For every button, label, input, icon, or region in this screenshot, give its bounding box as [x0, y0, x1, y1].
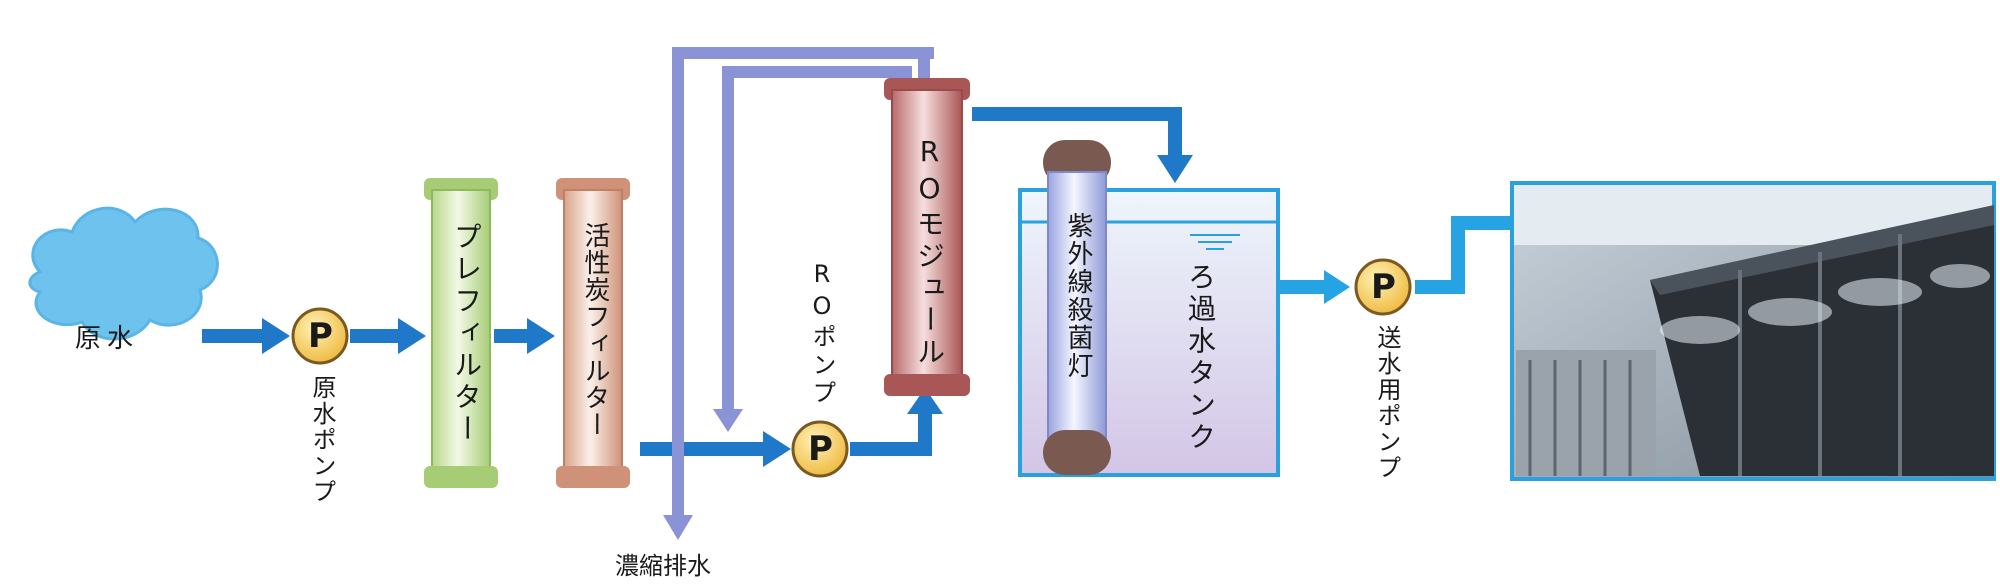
- flow-arrows: [202, 107, 1193, 467]
- uv-lamp: [1043, 140, 1111, 475]
- pre-filter-column: [424, 178, 498, 488]
- raw-water-label: 原水: [75, 324, 140, 354]
- activated-carbon-filter-label: 活性炭フィルター: [580, 222, 610, 438]
- ro-pump-symbol: P: [808, 429, 833, 469]
- ro-pump: [791, 420, 849, 478]
- uv-lamp-label: 紫外線殺菌灯: [1063, 212, 1093, 380]
- raw-water-pump: [291, 307, 349, 365]
- filtered-water-tank-label: ろ過水タンク: [1184, 262, 1217, 454]
- raw-water-cloud: [28, 206, 219, 341]
- pre-filter-label: プレフィルター: [450, 222, 483, 446]
- raw-water-pump-symbol: P: [308, 316, 333, 356]
- cooling-equipment-photo: [1510, 181, 1996, 481]
- ro-module-column: [884, 78, 970, 396]
- supply-pump-label: 送水用ポンプ: [1373, 325, 1401, 481]
- concentrate-drain-lines: [663, 47, 934, 540]
- ro-module-label: ROモジュール: [913, 135, 946, 369]
- ro-pump-label: ROポンプ: [808, 260, 836, 408]
- activated-carbon-filter-column: [556, 178, 630, 488]
- supply-pump: [1354, 258, 1412, 316]
- raw-water-pump-label: 原水ポンプ: [308, 375, 336, 505]
- concentrate-drain-label: 濃縮排水: [615, 552, 711, 580]
- supply-pump-symbol: P: [1371, 267, 1396, 307]
